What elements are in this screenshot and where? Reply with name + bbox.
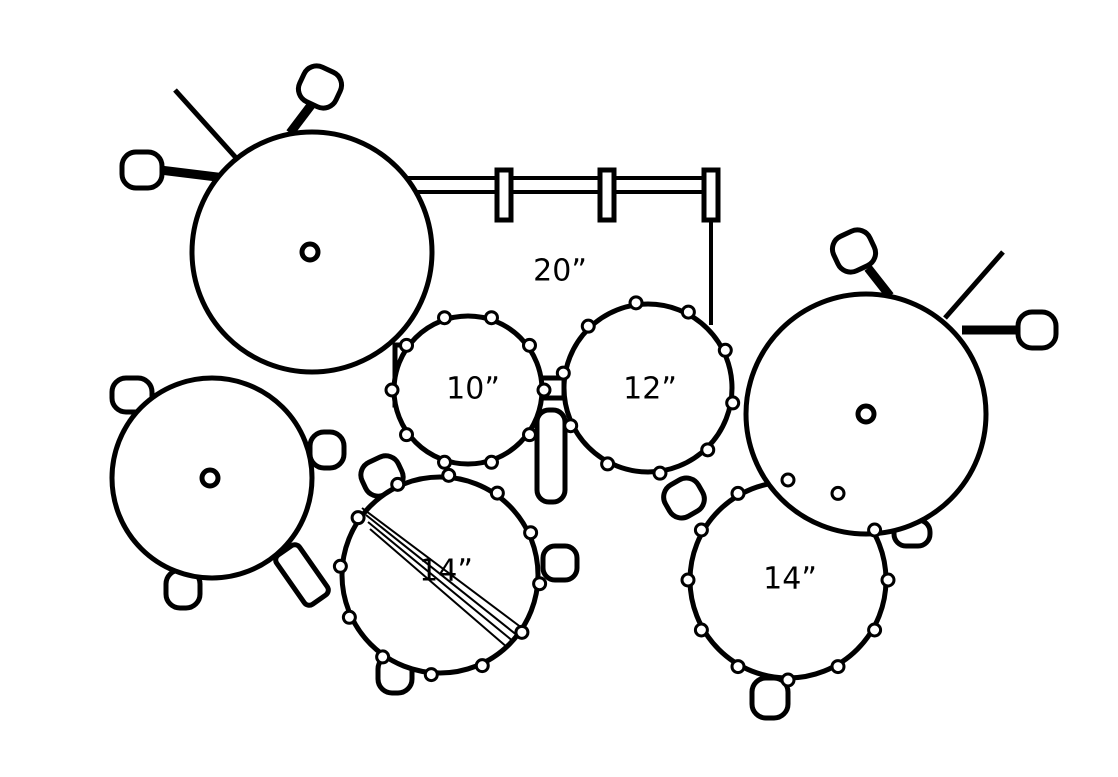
- tom-right-lug: [580, 318, 596, 334]
- floor-tom-lug: [693, 622, 709, 638]
- tom-left-size-label: 10”: [446, 372, 500, 407]
- tom-right-lug: [628, 295, 644, 311]
- snare-lug: [514, 624, 530, 640]
- bass-pedal-icon: [534, 407, 568, 505]
- bass-pedal: [534, 407, 568, 505]
- tom-right-size-label: 12”: [623, 372, 677, 407]
- tom-left-lug: [384, 382, 400, 398]
- snare-lug: [474, 658, 490, 674]
- snare-drum: 14”: [339, 453, 580, 696]
- tom-left-lug: [437, 454, 453, 470]
- tom-right-lug: [555, 365, 571, 381]
- wing-nut-icon: [295, 63, 345, 111]
- floor-tom-lug: [693, 522, 709, 538]
- wing-nut-icon: [119, 149, 165, 191]
- tom-left-lug: [437, 310, 453, 326]
- snare-lug: [423, 667, 439, 683]
- floor-tom-lug: [730, 485, 746, 501]
- snare-lug: [332, 558, 348, 574]
- tom-left-lug: [399, 427, 415, 443]
- tom-left-lug: [536, 382, 552, 398]
- tom-left: 10”: [391, 313, 545, 467]
- tom-right-lug: [652, 465, 668, 481]
- snare-lug: [375, 649, 391, 665]
- snare-lug: [489, 485, 505, 501]
- tom-left-lug: [521, 337, 537, 353]
- hi-hat-pedal-icon: [273, 542, 331, 608]
- snare-lug: [390, 476, 406, 492]
- tom-right-lug: [717, 342, 733, 358]
- tom-left-lug: [483, 310, 499, 326]
- tom-right-lug: [600, 456, 616, 472]
- tom-right-lug: [700, 442, 716, 458]
- wing-nut-icon: [829, 227, 879, 275]
- snare-wires: [361, 507, 523, 649]
- snare-lug: [532, 576, 548, 592]
- floor-tom-lug: [867, 522, 883, 538]
- left-cymbal-bell: [299, 241, 321, 263]
- bass-drum-rails: [400, 167, 721, 325]
- tom-right-lug: [725, 395, 741, 411]
- tom-left-lug: [521, 427, 537, 443]
- floor-tom-lug: [867, 622, 883, 638]
- floor-tom-lug: [830, 659, 846, 675]
- bass-drum: 20”: [533, 254, 587, 289]
- floor-tom-size-label: 14”: [763, 562, 817, 597]
- tom-right-lug: [680, 304, 696, 320]
- tom-right: 12”: [561, 301, 735, 475]
- hi-hat-center: [199, 467, 221, 489]
- right-cymbal-bell: [855, 403, 877, 425]
- snare-lug: [523, 525, 539, 541]
- floor-tom-lug: [880, 572, 896, 588]
- bass-drum-size-label: 20”: [533, 254, 587, 289]
- right-cymbal-hardware: [829, 227, 1059, 549]
- tom-left-lug: [483, 454, 499, 470]
- wing-nut-icon: [1015, 309, 1059, 351]
- left-cymbal-hardware: [119, 63, 345, 191]
- tom-left-lug: [399, 337, 415, 353]
- floor-tom-lug: [680, 572, 696, 588]
- floor-tom-lug: [730, 659, 746, 675]
- snare-size-label: 14”: [419, 554, 473, 589]
- floor-tom-lug: [780, 672, 796, 688]
- floor-tom-lug: [830, 485, 846, 501]
- snare-lug: [341, 609, 357, 625]
- snare-lug: [350, 510, 366, 526]
- floor-tom-lug: [780, 472, 796, 488]
- snare-lug: [441, 467, 457, 483]
- tom-right-lug: [563, 418, 579, 434]
